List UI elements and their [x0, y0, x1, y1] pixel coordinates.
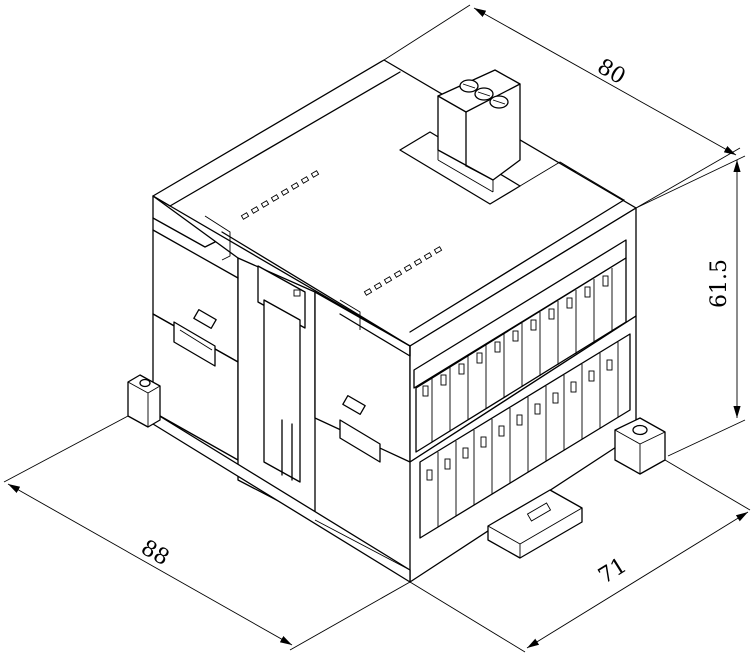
dimension-label-width: 80 — [593, 54, 630, 90]
dimension-label-depth: 71 — [594, 553, 631, 589]
dimension-label-height: 61.5 — [707, 259, 732, 308]
led-row-upper — [240, 170, 320, 220]
top-face-details — [152, 71, 625, 357]
left-side-details — [152, 229, 411, 571]
dimension-lines — [3, 4, 751, 653]
dimension-label-length: 88 — [137, 535, 174, 571]
front-terminals — [413, 239, 631, 539]
led-row-lower — [363, 246, 443, 296]
